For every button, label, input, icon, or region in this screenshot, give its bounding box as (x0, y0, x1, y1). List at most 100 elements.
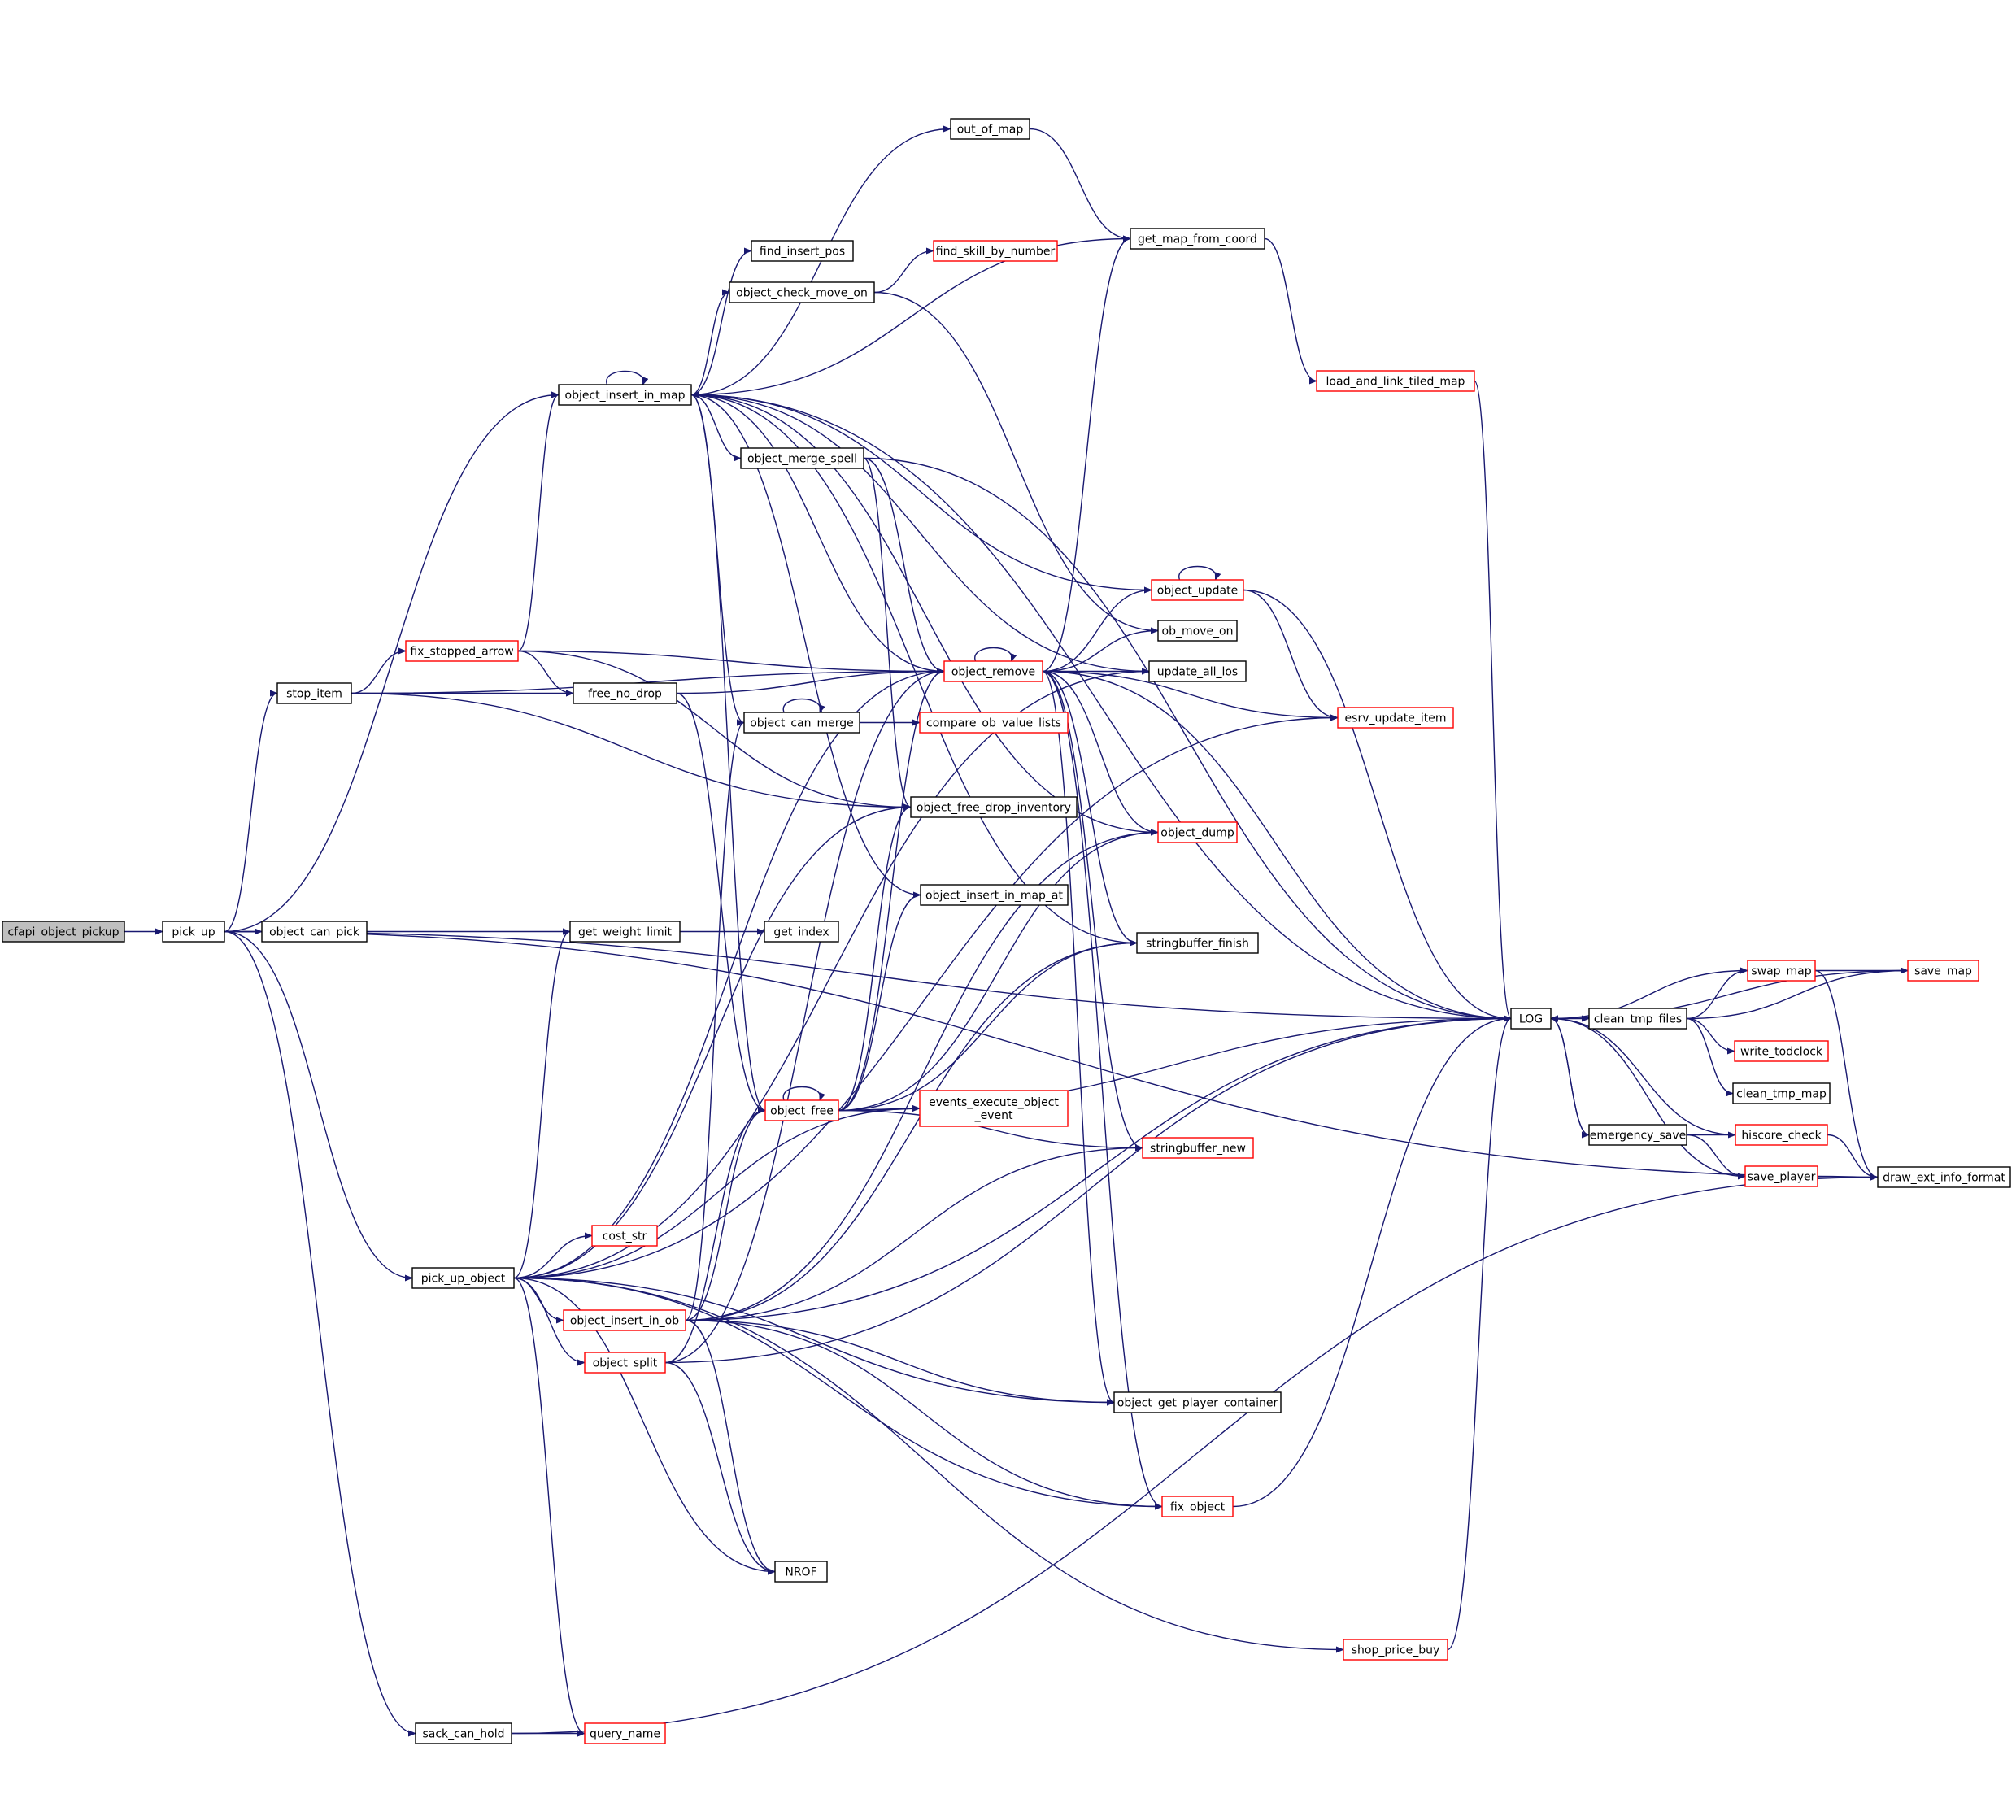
node-write-todclock[interactable]: write_todclock (1734, 1040, 1829, 1062)
node-get-index[interactable]: get_index (764, 921, 839, 943)
node-free-no-drop[interactable]: free_no_drop (573, 682, 677, 704)
edge-pick_up-to-stop_item (224, 690, 278, 933)
edge-line (685, 1015, 1512, 1321)
node-stringbuffer-finish[interactable]: stringbuffer_finish (1136, 932, 1259, 954)
edge-line (838, 803, 912, 1112)
edge-object_remove-to-object_update (1042, 586, 1152, 673)
node-box (1747, 960, 1816, 982)
node-object-insert-in-map[interactable]: object_insert_in_map (558, 384, 692, 406)
node-esrv-update-item[interactable]: esrv_update_item (1337, 707, 1454, 729)
node-object-get-player-container[interactable]: object_get_player_container (1113, 1391, 1282, 1413)
edge-line (1178, 565, 1221, 581)
node-query-name[interactable]: query_name (584, 1722, 666, 1744)
edge-object_update-to-object_update (1178, 565, 1221, 581)
edge-object_remove-to-get_map_from_coord (1042, 235, 1131, 673)
node-label: write_todclock (1740, 1046, 1823, 1059)
edge-line (1042, 670, 1138, 947)
edge-line (690, 394, 766, 1114)
edge-line (838, 891, 921, 1112)
node-get-map-from-coord[interactable]: get_map_from_coord (1130, 228, 1265, 250)
edge-line (690, 125, 951, 396)
edge-object_insert_in_ob-to-fix_object (685, 1319, 1163, 1510)
node-object-free-drop-inventory[interactable]: object_free_drop_inventory (910, 796, 1078, 818)
node-box (1136, 932, 1259, 954)
node-box (411, 1267, 515, 1289)
node-object-free[interactable]: object_free (764, 1099, 839, 1121)
node-cost-str[interactable]: cost_str (591, 1225, 658, 1247)
node-draw-ext-info-format[interactable]: draw_ext_info_format (1877, 1166, 2011, 1188)
node-object-check-move-on[interactable]: object_check_move_on (729, 281, 875, 303)
node-LOG[interactable]: LOG (1510, 1008, 1552, 1030)
node-box (764, 921, 839, 943)
node-ob-move-on[interactable]: ob_move_on (1157, 620, 1238, 642)
node-object-insert-in-ob[interactable]: object_insert_in_ob (563, 1309, 686, 1331)
node-label: get_weight_limit (578, 926, 672, 939)
node-save-map[interactable]: save_map (1907, 960, 1979, 982)
node-NROF[interactable]: NROF (774, 1561, 828, 1583)
edge-pick_up_object-to-cost_str (513, 1232, 593, 1279)
node-out-of-map[interactable]: out_of_map (950, 118, 1030, 140)
node-label: object_can_merge (750, 717, 854, 730)
edge-line (224, 930, 413, 1282)
node-object-remove[interactable]: object_remove (943, 660, 1043, 682)
node-get-weight-limit[interactable]: get_weight_limit (569, 921, 681, 943)
edge-swap_map-to-LOG (1550, 969, 1748, 1022)
node-label: object_merge_spell (747, 453, 857, 466)
node-object-insert-in-map-at[interactable]: object_insert_in_map_at (920, 884, 1069, 906)
node-label: load_and_link_tiled_map (1326, 376, 1465, 389)
node-find-skill-by-number[interactable]: find_skill_by_number (933, 240, 1058, 262)
node-object-can-merge[interactable]: object_can_merge (743, 712, 860, 734)
edge-object_insert_in_map-to-update_all_los (690, 394, 1150, 675)
node-update-all-los[interactable]: update_all_los (1148, 660, 1247, 682)
node-fix-stopped-arrow[interactable]: fix_stopped_arrow (405, 640, 519, 662)
node-label: hiscore_check (1741, 1130, 1822, 1143)
node-events-execute-object-event[interactable]: events_execute_object_event (919, 1090, 1069, 1127)
node-box (910, 796, 1078, 818)
edge-line (1474, 380, 1512, 1022)
node-object-update[interactable]: object_update (1151, 579, 1244, 601)
node-box (563, 1309, 686, 1331)
node-box (1161, 1496, 1234, 1517)
edge-line (513, 1277, 776, 1575)
node-clean-tmp-files[interactable]: clean_tmp_files (1588, 1008, 1687, 1030)
edge-line (224, 690, 278, 933)
node-save-player[interactable]: save_player (1744, 1165, 1818, 1187)
node-load-and-link-tiled-map[interactable]: load_and_link_tiled_map (1316, 370, 1475, 392)
node-hiscore-check[interactable]: hiscore_check (1735, 1124, 1828, 1146)
edge-line (1686, 967, 1909, 1020)
node-object-dump[interactable]: object_dump (1157, 821, 1238, 843)
node-pick-up-object[interactable]: pick_up_object (411, 1267, 515, 1289)
edge-line (1686, 1017, 1734, 1097)
node-box (920, 884, 1069, 906)
node-sack-can-hold[interactable]: sack_can_hold (415, 1722, 512, 1744)
edge-line (1042, 670, 1143, 1152)
node-stringbuffer-new[interactable]: stringbuffer_new (1142, 1137, 1254, 1159)
node-label: pick_up (172, 926, 215, 939)
edge-object_update-to-esrv_update_item (1243, 589, 1339, 721)
node-cfapi-object-pickup[interactable]: cfapi_object_pickup (2, 921, 125, 943)
node-fix-object[interactable]: fix_object (1161, 1496, 1234, 1517)
node-shop-price-buy[interactable]: shop_price_buy (1343, 1639, 1448, 1661)
edge-object_free-to-object_free_drop_inventory (838, 803, 912, 1112)
edge-line (511, 1173, 1879, 1735)
node-label: object_insert_in_map_at (925, 890, 1064, 903)
node-pick-up[interactable]: pick_up (162, 921, 225, 943)
edge-line (513, 1232, 593, 1279)
node-compare-ob-value-lists[interactable]: compare_ob_value_lists (919, 712, 1069, 734)
node-clean-tmp-map[interactable]: clean_tmp_map (1732, 1082, 1831, 1104)
node-label: ob_move_on (1162, 625, 1234, 638)
node-swap-map[interactable]: swap_map (1747, 960, 1816, 982)
edge-line (517, 650, 912, 811)
node-object-split[interactable]: object_split (584, 1352, 666, 1374)
node-object-can-pick[interactable]: object_can_pick (261, 921, 368, 943)
node-label: get_index (773, 926, 829, 939)
node-box (1151, 579, 1244, 601)
edge-line (1042, 586, 1152, 673)
node-find-insert-pos[interactable]: find_insert_pos (751, 240, 854, 262)
edge-line (513, 803, 912, 1279)
node-object-merge-spell[interactable]: object_merge_spell (740, 447, 864, 469)
node-emergency-save[interactable]: emergency_save (1588, 1124, 1687, 1146)
node-stop-item[interactable]: stop_item (276, 682, 352, 704)
node-label: cfapi_object_pickup (7, 926, 119, 939)
edge-line (1042, 235, 1131, 673)
